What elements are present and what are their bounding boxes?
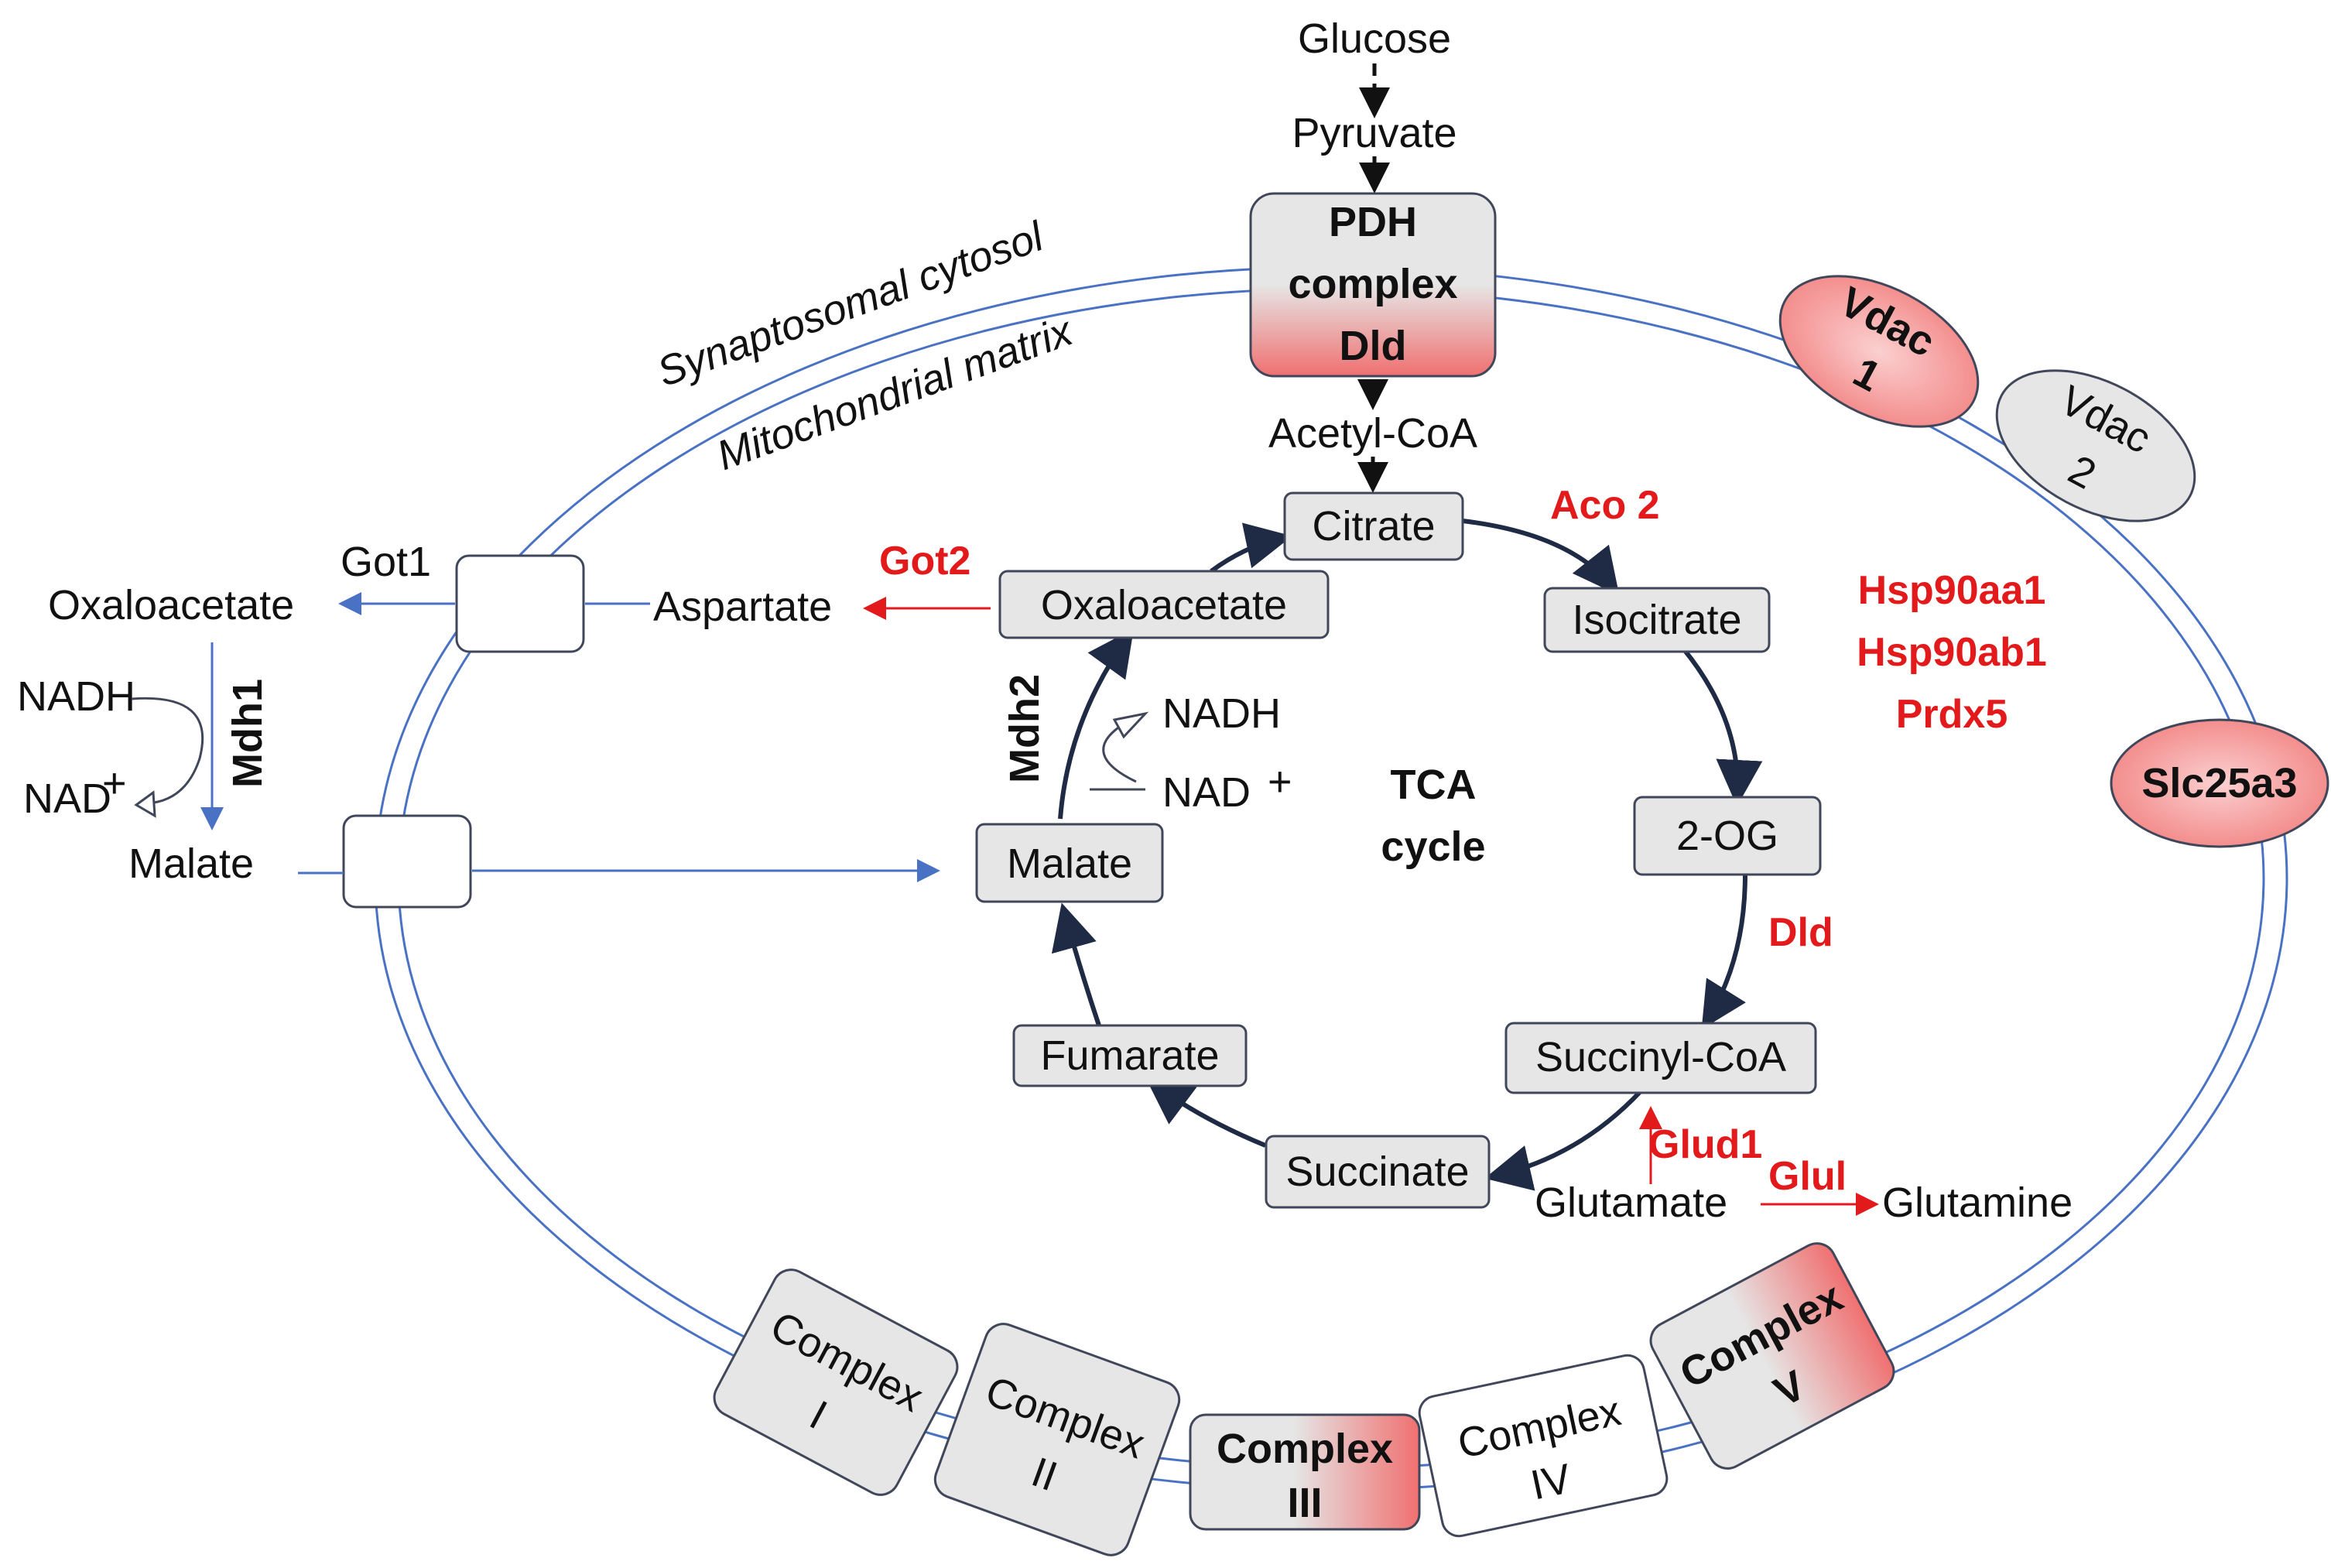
vdac2-ellipse (1995, 369, 2196, 522)
transporter-asp-glu (455, 554, 585, 653)
citrate-label: Citrate (1312, 503, 1435, 549)
vdac1-ellipse (1778, 275, 1980, 428)
acetyl-coa-label: Acetyl-CoA (1268, 410, 1477, 457)
protein-prdx5: Prdx5 (1896, 692, 2008, 737)
enzyme-mdh2: Mdh2 (1001, 674, 1048, 783)
cytosol-malate: Malate (128, 840, 254, 887)
cytosol-nad: NAD (23, 775, 111, 822)
complex-4-line2: IV (1527, 1455, 1575, 1508)
tca-title-line2: cycle (1381, 823, 1485, 870)
protein-hsp90ab1: Hsp90ab1 (1857, 630, 2047, 675)
arrow-isocitrate-2og (1681, 647, 1763, 806)
enzyme-dld: Dld (1768, 910, 1833, 955)
arrow-malate-oxaloacetate (1058, 628, 1135, 820)
enzyme-glul: Glul (1768, 1154, 1847, 1199)
succinyl-coa-label: Succinyl-CoA (1535, 1034, 1786, 1080)
pdh-line1: PDH (1329, 199, 1417, 245)
node-isocitrate (1543, 587, 1771, 653)
node-fumarate (1012, 1024, 1248, 1087)
pdh-line3: Dld (1340, 323, 1407, 369)
matrix-nad: NAD (1162, 769, 1251, 816)
node-2og (1633, 796, 1822, 876)
node-malate-matrix (975, 823, 1164, 903)
cytosol-nadh: NADH (17, 673, 135, 720)
cytosol-nad-sup: + (102, 760, 127, 806)
glucose-label: Glucose (1298, 15, 1451, 62)
matrix-nad-sup: + (1268, 758, 1292, 805)
node-succinyl-coa (1504, 1022, 1817, 1094)
inner-membrane (397, 287, 2265, 1470)
complex-3-line1: Complex (1217, 1426, 1393, 1472)
arrow-oxaloacetate-citrate (1210, 522, 1292, 573)
enzyme-got1: Got1 (341, 539, 431, 585)
succinate-label: Succinate (1285, 1149, 1469, 1195)
enzyme-aco2: Aco 2 (1550, 483, 1660, 528)
pdh-complex-box (1249, 192, 1497, 378)
tca-title-line1: TCA (1391, 762, 1477, 808)
arrow-fumarate-malate (1051, 902, 1101, 1026)
slc25a3-label: Slc25a3 (2141, 760, 2297, 806)
mdh2-cofactor-curve (1102, 724, 1137, 783)
transporter-malate (342, 814, 472, 909)
complex-1: Complex I (713, 1268, 959, 1496)
arrow-citrate-isocitrate (1462, 519, 1620, 596)
mdh2-cofactor-arrowhead (1112, 711, 1149, 739)
mdh1-cofactor-curve (131, 697, 204, 805)
cytosol-oxaloacetate: Oxaloacetate (48, 582, 294, 628)
matrix-nadh: NADH (1162, 690, 1281, 737)
arrow-succinate-fumarate (1145, 1077, 1267, 1148)
node-oxaloacetate-matrix (998, 570, 1330, 639)
node-citrate (1283, 491, 1464, 561)
pyruvate-label: Pyruvate (1292, 110, 1456, 156)
arrow-succinylcoa-succinate (1484, 1089, 1643, 1191)
pdh-line2: complex (1288, 261, 1457, 307)
complex-5: Complex V (1649, 1242, 1895, 1470)
enzyme-got2: Got2 (879, 539, 970, 584)
oxaloacetate-matrix-label: Oxaloacetate (1041, 582, 1287, 628)
enzyme-mdh1: Mdh1 (224, 679, 271, 788)
protein-hsp90aa1: Hsp90aa1 (1858, 568, 2046, 613)
mdh1-cofactor-arrowhead (134, 790, 156, 818)
complex-4: Complex IV (1418, 1354, 1669, 1538)
og-label: 2-OG (1676, 813, 1778, 859)
arrow-2og-succinylcoa (1701, 874, 1747, 1030)
complex-2: Complex II (933, 1323, 1181, 1556)
complex-3: Complex III (1189, 1413, 1421, 1531)
complex-3-line2: III (1287, 1480, 1322, 1526)
glutamate-label: Glutamate (1535, 1179, 1727, 1226)
malate-matrix-label: Malate (1007, 840, 1132, 887)
enzyme-glud1: Glud1 (1648, 1122, 1762, 1167)
node-succinate (1265, 1135, 1491, 1209)
aspartate-label: Aspartate (653, 584, 832, 630)
slc25a3-ellipse (2110, 718, 2329, 848)
glutamine-label: Glutamine (1882, 1179, 2073, 1226)
fumarate-label: Fumarate (1040, 1032, 1219, 1079)
isocitrate-label: Isocitrate (1572, 597, 1741, 643)
